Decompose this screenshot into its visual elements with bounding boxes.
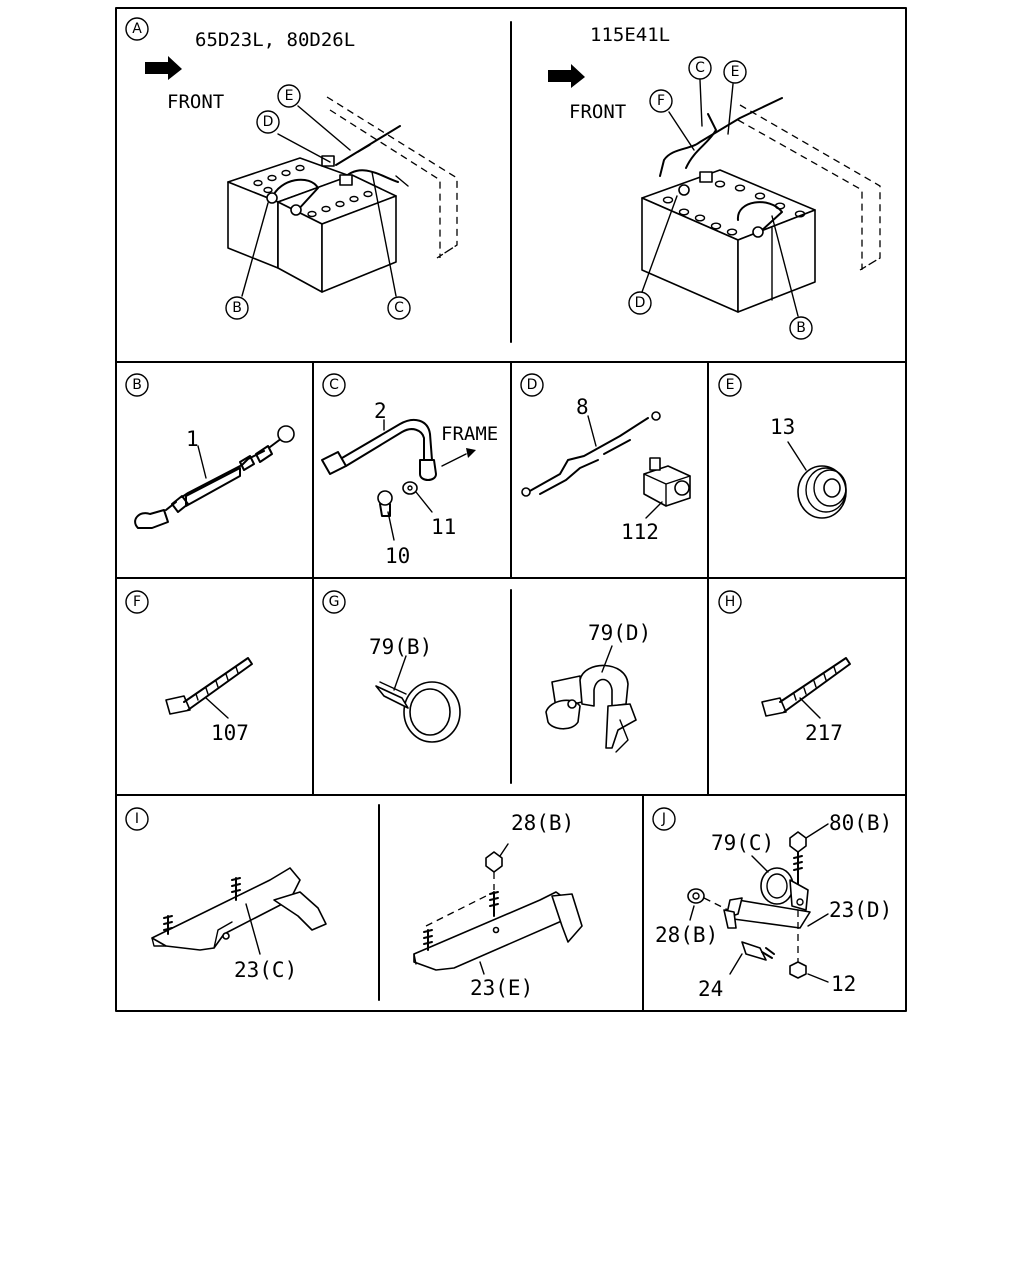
front-arrow-icon xyxy=(145,56,182,80)
circle-label-a-c: C xyxy=(387,296,411,320)
circle-label-e: E xyxy=(718,373,742,397)
callout-217: 217 xyxy=(805,721,843,745)
callout-28b: 28(B) xyxy=(511,811,574,835)
callout-79d: 79(D) xyxy=(588,621,651,645)
svg-text:F: F xyxy=(133,594,141,610)
clip-79b-part xyxy=(375,681,461,743)
svg-text:C: C xyxy=(394,300,404,316)
circle-label-a-f: F xyxy=(649,89,673,113)
panel-d: D 8 112 xyxy=(520,373,691,544)
left-battery-title: 65D23L, 80D26L xyxy=(195,29,355,51)
svg-text:E: E xyxy=(285,88,294,104)
panel-j: J 79(C) 80(B) 23(D) 28(B) 24 xyxy=(652,807,892,1001)
panel-e: E 13 xyxy=(718,373,847,519)
circle-label-a-e: E xyxy=(277,84,301,108)
panel-g: G 79(B) xyxy=(322,590,461,743)
callout-2: 2 xyxy=(374,399,387,423)
circle-label-g: G xyxy=(322,590,346,614)
right-battery-assembly xyxy=(641,79,881,317)
circle-label-b: B xyxy=(125,373,149,397)
svg-text:E: E xyxy=(726,377,735,393)
battery-cable-2-part xyxy=(321,418,476,517)
callout-24: 24 xyxy=(698,977,723,1001)
callout-frame: FRAME xyxy=(441,423,498,445)
svg-text:J: J xyxy=(661,811,666,827)
svg-text:H: H xyxy=(725,594,736,610)
circle-label-f: F xyxy=(125,590,149,614)
panel-h: H 217 xyxy=(718,590,851,745)
callout-23c: 23(C) xyxy=(234,958,297,982)
callout-79b: 79(B) xyxy=(369,635,432,659)
front-arrow-icon-right xyxy=(548,64,585,88)
svg-text:C: C xyxy=(695,60,705,76)
callout-10: 10 xyxy=(385,544,410,568)
svg-text:G: G xyxy=(329,594,340,610)
circle-label-h: H xyxy=(718,590,742,614)
panel-a: A 65D23L, 80D26L 115E41L FRONT FRONT xyxy=(125,17,881,340)
callout-1: 1 xyxy=(186,427,199,451)
callout-23d: 23(D) xyxy=(829,898,892,922)
svg-text:D: D xyxy=(263,114,274,130)
circle-label-j: J xyxy=(652,807,676,831)
panel-g-right: 79(D) xyxy=(545,621,651,753)
circle-label-a-d: D xyxy=(256,110,280,134)
clip-79d-part xyxy=(545,664,637,753)
panel-b: B 1 xyxy=(125,373,295,529)
circle-label-a-b: B xyxy=(225,296,249,320)
circle-label-a-e2: E xyxy=(723,60,747,84)
callout-28b-j: 28(B) xyxy=(655,923,718,947)
callout-8: 8 xyxy=(576,395,589,419)
clamp-assembly-part xyxy=(687,831,811,979)
svg-text:D: D xyxy=(635,295,646,311)
callout-79c: 79(C) xyxy=(711,831,774,855)
panel-f: F 107 xyxy=(125,590,253,745)
panel-grid xyxy=(115,7,907,1012)
cable-tie-217-part xyxy=(761,657,851,717)
svg-text:D: D xyxy=(527,377,538,393)
circle-label-d: D xyxy=(520,373,544,397)
right-battery-title: 115E41L xyxy=(590,24,670,46)
svg-text:I: I xyxy=(135,811,139,827)
callout-11: 11 xyxy=(431,515,456,539)
svg-text:A: A xyxy=(132,21,142,37)
callout-112: 112 xyxy=(621,520,659,544)
circle-label-a-b2: B xyxy=(789,316,813,340)
callout-107: 107 xyxy=(211,721,249,745)
callout-80b: 80(B) xyxy=(829,811,892,835)
svg-text:C: C xyxy=(329,377,339,393)
circle-label-c: C xyxy=(322,373,346,397)
panel-i-right: 28(B) 23(E) xyxy=(413,811,583,1000)
left-battery-assembly xyxy=(227,96,458,297)
cable-tie-107-part xyxy=(165,657,253,715)
svg-text:B: B xyxy=(232,300,242,316)
circle-label-a-d2: D xyxy=(628,291,652,315)
circle-label-a: A xyxy=(125,17,149,41)
svg-text:B: B xyxy=(132,377,142,393)
bracket-23c-part xyxy=(151,867,327,951)
circle-label-a-c2: C xyxy=(688,56,712,80)
front-label-left: FRONT xyxy=(167,91,224,113)
grommet-13-part xyxy=(797,465,847,519)
battery-cable-1-part xyxy=(134,425,295,529)
callout-23e: 23(E) xyxy=(470,976,533,1000)
panel-c: C 2 FRAME 10 11 xyxy=(321,373,498,568)
callout-13: 13 xyxy=(770,415,795,439)
bracket-23e-part xyxy=(413,851,583,971)
svg-text:B: B xyxy=(796,320,806,336)
svg-text:F: F xyxy=(657,93,665,109)
battery-cable-8-part xyxy=(521,411,691,507)
svg-text:E: E xyxy=(731,64,740,80)
circle-label-i: I xyxy=(125,807,149,831)
front-label-right: FRONT xyxy=(569,101,626,123)
panel-i: I 23(C) xyxy=(125,807,327,982)
callout-12: 12 xyxy=(831,972,856,996)
